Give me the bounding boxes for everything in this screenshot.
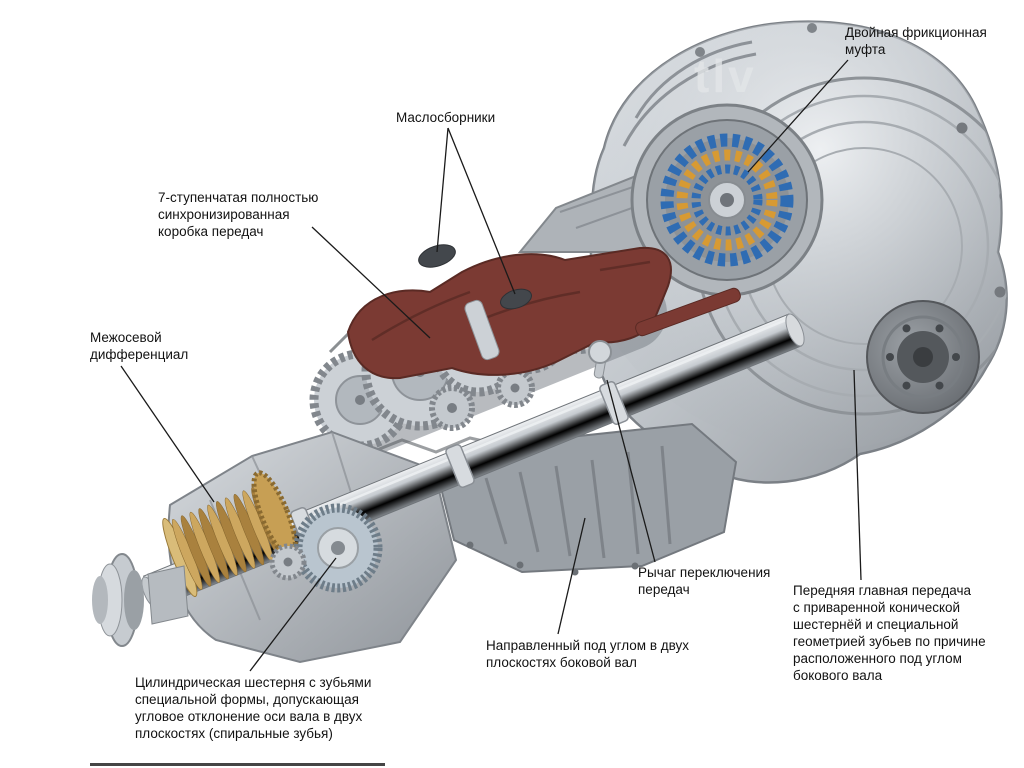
oil-collector-parts [418,244,532,310]
leader-oil-collector-2 [447,127,516,295]
shift-lever-part [588,340,612,379]
scan-artifact-line [90,763,385,766]
label-cylindrical-gear: Цилиндрическая шестерня с зубьями специа… [135,675,372,741]
leader-center-differential [120,365,215,503]
leader-shift-lever [606,379,656,563]
leader-front-final-drive [853,369,862,581]
selector-housing [346,246,741,380]
label-dual-clutch: Двойная фрикционная муфта [845,25,987,57]
leader-side-shaft [557,517,586,635]
gear [429,385,475,431]
label-center-differential: Межосевой дифференциал [90,330,189,362]
watermark-text: tlv [694,50,757,102]
label-oil-collectors: Маслосборники [396,110,496,125]
leader-dual-clutch [747,59,849,173]
rear-flange [866,300,980,414]
label-front-final-drive: Передняя главная передача с приваренной … [793,583,986,683]
leader-lines [120,59,862,672]
leader-gearbox [311,226,431,339]
spiral-gear [293,503,383,593]
gear [495,368,535,408]
center-differential-gears [162,470,298,598]
output-flange-front [92,553,189,647]
label-gearbox-7speed: 7-ступенчатая полностью синхронизированн… [158,190,319,239]
leader-cylindrical-gear [249,557,337,672]
dual-clutch-pack [630,103,824,297]
label-side-shaft: Направленный под углом в двух плоскостях… [486,638,690,670]
selector-fork [464,299,500,361]
label-shift-lever: Рычаг переключения передач [638,565,771,597]
leader-oil-collector-1 [436,127,449,253]
small-gear [269,543,307,581]
